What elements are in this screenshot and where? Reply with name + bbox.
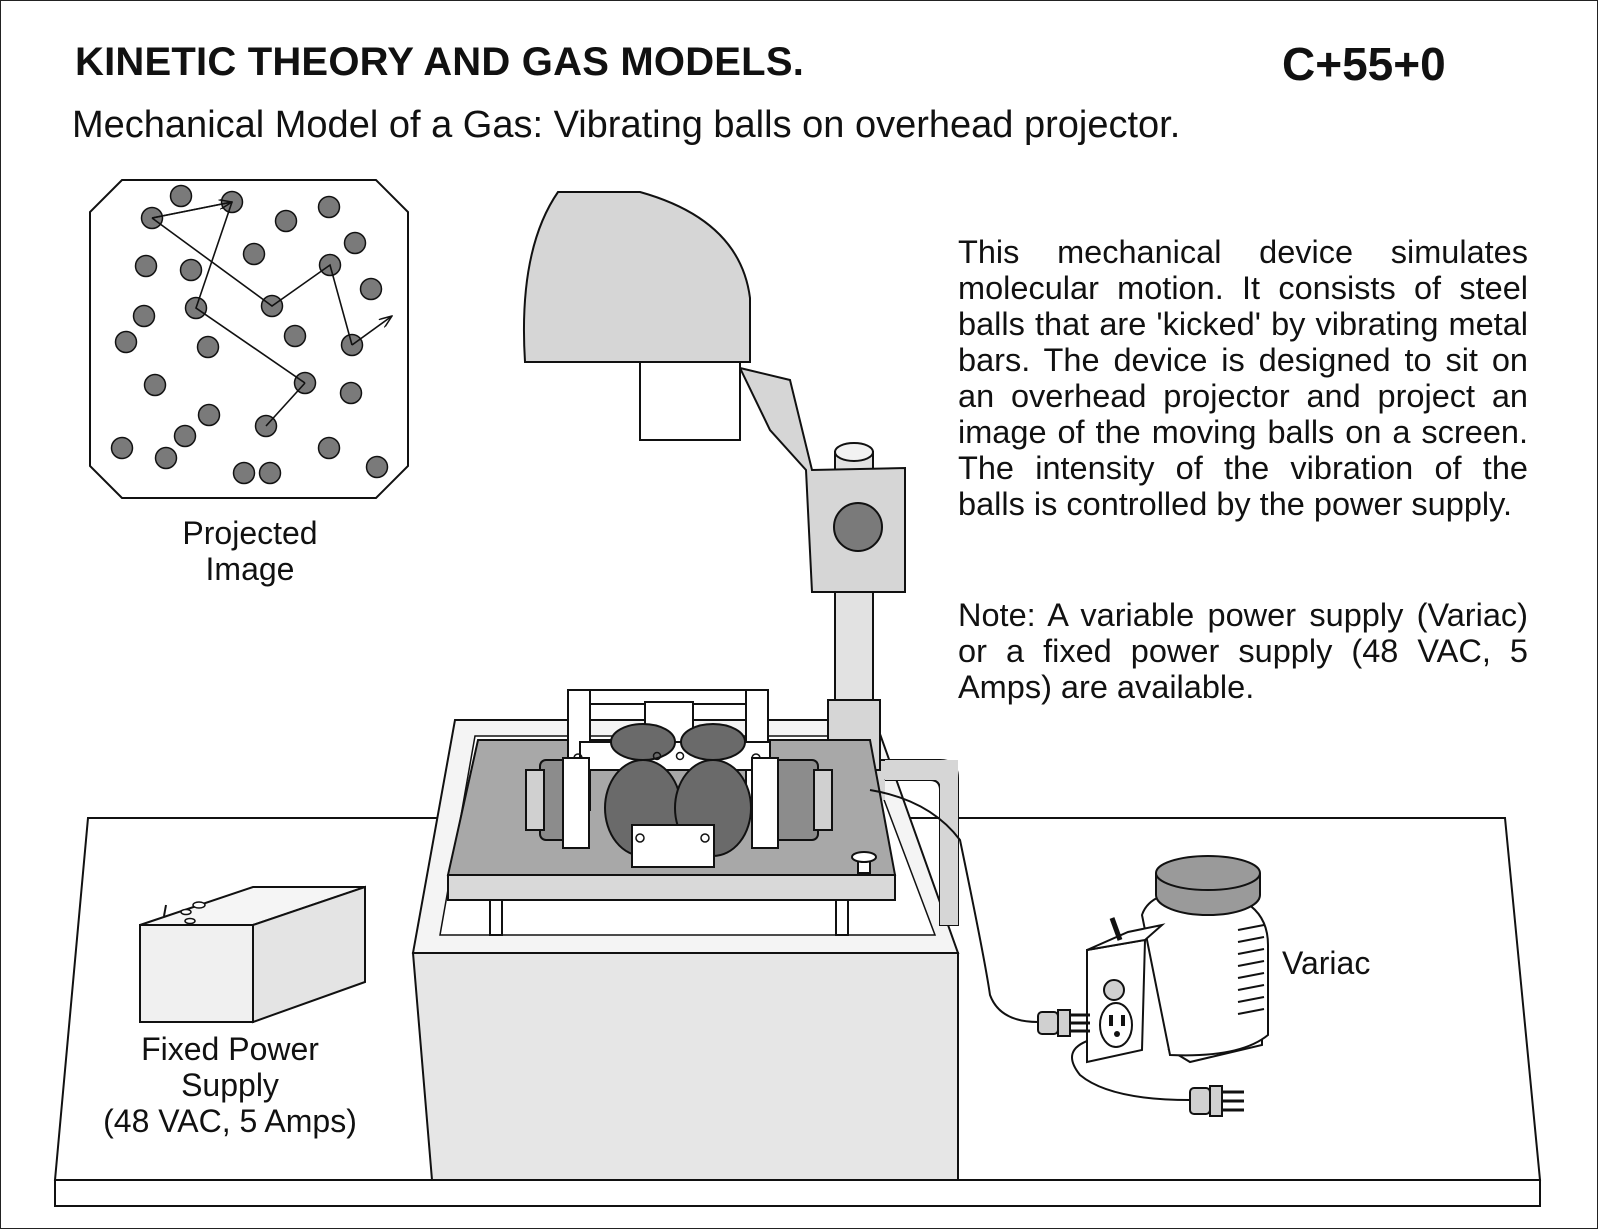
gas-ball <box>173 424 197 448</box>
gas-ball <box>232 461 256 485</box>
vibrating-ball-device <box>446 689 897 936</box>
variac <box>1037 855 1269 1117</box>
gas-ball <box>359 277 383 301</box>
figure-code: C+55+0 <box>1282 38 1446 90</box>
gas-ball <box>197 403 221 427</box>
description-paragraph: This mechanical device simulates molecul… <box>958 234 1528 522</box>
gas-ball <box>110 436 134 460</box>
gas-ball <box>317 436 341 460</box>
gas-ball <box>114 330 138 354</box>
gas-ball <box>283 324 307 348</box>
gas-ball <box>132 304 156 328</box>
gas-ball <box>143 373 167 397</box>
gas-ball <box>196 335 220 359</box>
page-subtitle: Mechanical Model of a Gas: Vibrating bal… <box>72 104 1181 146</box>
note-paragraph: Note: A variable power supply (Variac) o… <box>958 597 1528 705</box>
power-cord <box>869 789 1039 1023</box>
fixed-power-supply-label: Fixed Power Supply (48 VAC, 5 Amps) <box>103 1031 357 1139</box>
overhead-projector-arm <box>522 191 959 926</box>
gas-ball <box>134 254 158 278</box>
gas-ball <box>258 461 282 485</box>
gas-ball <box>339 381 363 405</box>
projected-image <box>89 179 409 499</box>
page-title: KINETIC THEORY AND GAS MODELS. <box>75 40 805 84</box>
fixed-power-supply <box>139 885 366 1024</box>
gas-ball <box>274 209 298 233</box>
gas-ball <box>365 455 389 479</box>
gas-ball <box>343 231 367 255</box>
projected-image-label: Projected Image <box>182 515 318 587</box>
gas-ball <box>179 258 203 282</box>
gas-ball <box>242 242 266 266</box>
gas-ball <box>317 195 341 219</box>
gas-ball <box>169 184 193 208</box>
variac-label: Variac <box>1282 945 1371 981</box>
gas-ball <box>154 446 178 470</box>
